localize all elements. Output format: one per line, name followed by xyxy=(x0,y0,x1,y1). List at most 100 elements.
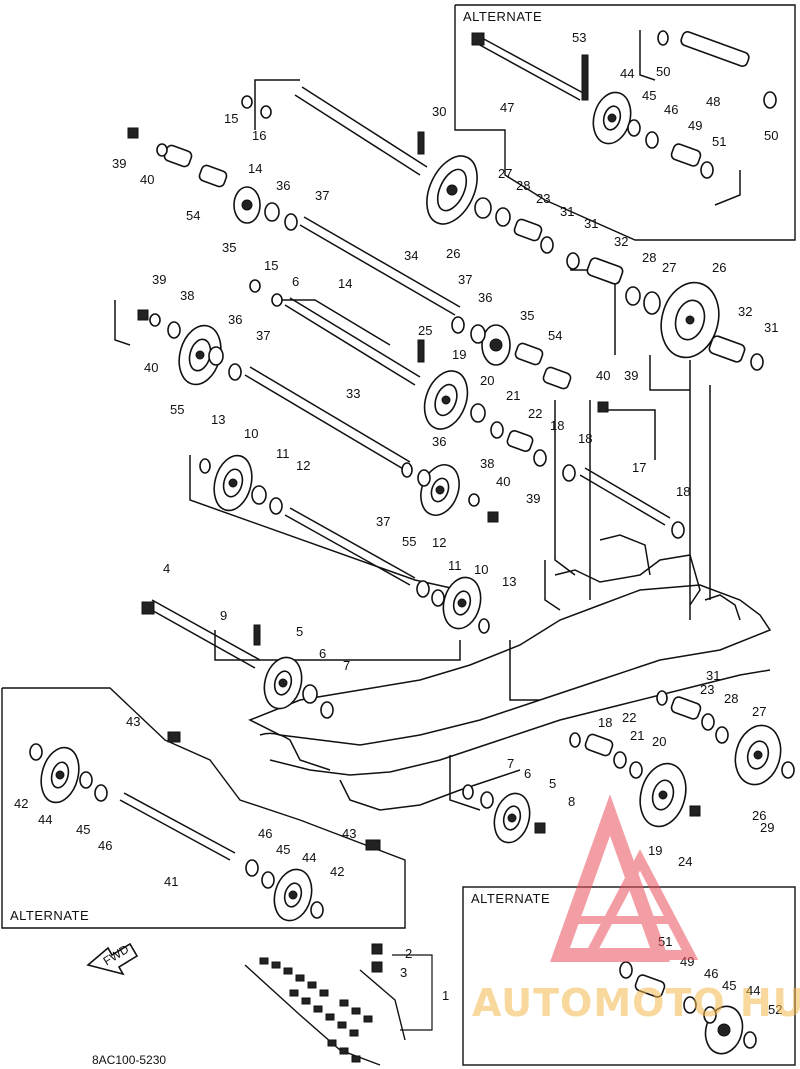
callout: 45 xyxy=(276,842,290,857)
callout: 5 xyxy=(296,624,303,639)
small-parts xyxy=(29,30,795,1049)
idler-wheel-26-right xyxy=(660,281,720,359)
callout: 12 xyxy=(432,535,446,550)
callout: 37 xyxy=(315,188,329,203)
callout: 45 xyxy=(722,978,736,993)
callout: 23 xyxy=(536,191,550,206)
callout-numbers: 1 2 3 4 5 5 6 6 7 7 8 9 10 10 11 11 12 1… xyxy=(14,30,782,1017)
callout: 40 xyxy=(140,172,154,187)
callout: 4 xyxy=(163,561,170,576)
wheel-35-left xyxy=(233,186,261,224)
alternate-label-right: ALTERNATE xyxy=(471,891,550,906)
callout: 18 xyxy=(676,484,690,499)
callout: 10 xyxy=(474,562,488,577)
callout: 28 xyxy=(516,178,530,193)
callout: 19 xyxy=(648,843,662,858)
callout: 54 xyxy=(548,328,562,343)
callout: 19 xyxy=(452,347,466,362)
callout: 5 xyxy=(549,776,556,791)
callout: 46 xyxy=(664,102,678,117)
callout: 7 xyxy=(343,658,350,673)
callout: 13 xyxy=(502,574,516,589)
idler-wheel-26-low xyxy=(734,724,782,786)
callout: 40 xyxy=(596,368,610,383)
callout: 14 xyxy=(338,276,352,291)
callout: 53 xyxy=(572,30,586,45)
callout: 24 xyxy=(678,854,692,869)
callout: 18 xyxy=(598,715,612,730)
callout: 18 xyxy=(550,418,564,433)
shafts xyxy=(119,37,671,861)
callout: 22 xyxy=(528,406,542,421)
callout: 18 xyxy=(578,431,592,446)
callout: 9 xyxy=(220,608,227,623)
wheel-44-left-alt xyxy=(40,746,80,804)
callout: 27 xyxy=(498,166,512,181)
callout: 29 xyxy=(760,820,774,835)
callout: 35 xyxy=(222,240,236,255)
callout: 15 xyxy=(264,258,278,273)
callout: 44 xyxy=(746,983,760,998)
callout: 49 xyxy=(688,118,702,133)
wheel-35-mid xyxy=(481,324,511,366)
callout: 8 xyxy=(568,794,575,809)
callout: 31 xyxy=(764,320,778,335)
callout: 50 xyxy=(764,128,778,143)
callout: 22 xyxy=(622,710,636,725)
callout: 38 xyxy=(480,456,494,471)
callout: 6 xyxy=(524,766,531,781)
watermark-logo xyxy=(550,794,699,962)
callout: 38 xyxy=(180,288,194,303)
alternate-box-top-right: ALTERNATE xyxy=(454,4,796,241)
callout: 54 xyxy=(186,208,200,223)
callout: 37 xyxy=(376,514,390,529)
callout: 15 xyxy=(224,111,238,126)
callout: 43 xyxy=(126,714,140,729)
callout: 7 xyxy=(507,756,514,771)
wheel-44-top-alt xyxy=(592,91,632,145)
alternate-box-bottom-left: ALTERNATE xyxy=(1,687,406,929)
drawing-code: 8AC100-5230 xyxy=(92,1053,166,1067)
callout: 3 xyxy=(400,965,407,980)
callout: 30 xyxy=(432,104,446,119)
forward-arrow: FWD xyxy=(86,942,139,976)
callout: 42 xyxy=(14,796,28,811)
callout: 34 xyxy=(404,248,418,263)
callout: 12 xyxy=(296,458,310,473)
callout: 27 xyxy=(752,704,766,719)
alternate-label-left: ALTERNATE xyxy=(10,908,89,923)
callout: 39 xyxy=(112,156,126,171)
callout: 37 xyxy=(256,328,270,343)
callout: 46 xyxy=(98,838,112,853)
wheels xyxy=(40,91,782,1055)
callout: 17 xyxy=(632,460,646,475)
callout: 31 xyxy=(560,204,574,219)
callout: 20 xyxy=(652,734,666,749)
callout: 48 xyxy=(706,94,720,109)
callout: 39 xyxy=(526,491,540,506)
callout: 13 xyxy=(211,412,225,427)
callout: 50 xyxy=(656,64,670,79)
callout: 28 xyxy=(642,250,656,265)
callout: 36 xyxy=(228,312,242,327)
callout: 39 xyxy=(624,368,638,383)
callout: 2 xyxy=(405,946,412,961)
callout: 14 xyxy=(248,161,262,176)
callout: 21 xyxy=(506,388,520,403)
callout: 37 xyxy=(458,272,472,287)
callout: 16 xyxy=(252,128,266,143)
callout: 44 xyxy=(302,850,316,865)
callout: 42 xyxy=(330,864,344,879)
callout: 55 xyxy=(170,402,184,417)
callout: 26 xyxy=(712,260,726,275)
callout: 52 xyxy=(768,1002,782,1017)
callout: 20 xyxy=(480,373,494,388)
callout: 6 xyxy=(319,646,326,661)
track-clips xyxy=(244,957,406,1066)
callout: 11 xyxy=(276,446,290,461)
callout: 36 xyxy=(432,434,446,449)
callout: 46 xyxy=(258,826,272,841)
callout: 46 xyxy=(704,966,718,981)
watermark-text: AUTOMOTO HUB xyxy=(472,981,800,1025)
callout: 44 xyxy=(38,812,52,827)
